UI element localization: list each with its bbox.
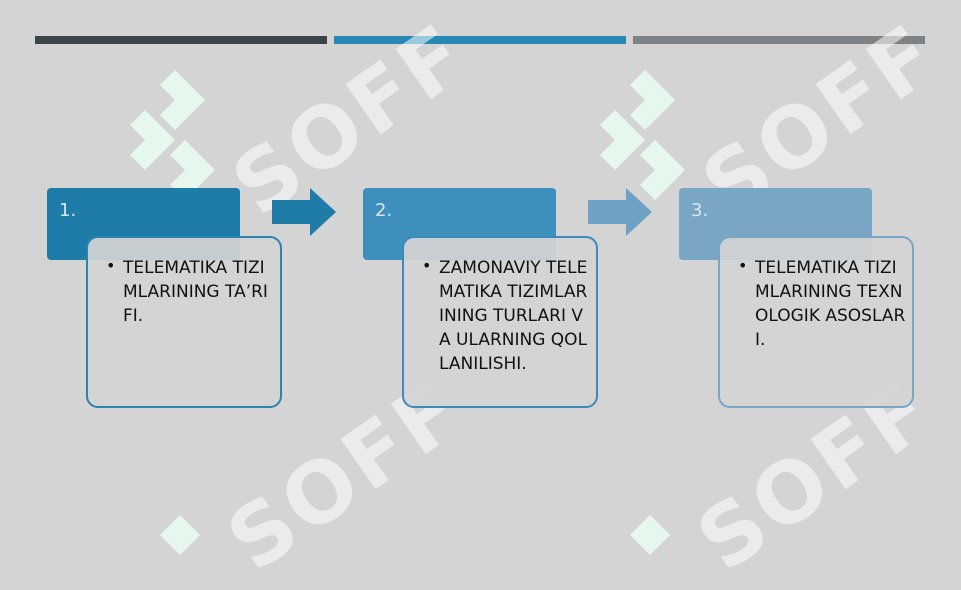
- step-1-card: • TELEMATIKA TIZIMLARINING TA’RIFI.: [86, 236, 282, 408]
- step-2-text: ZAMONAVIY TELEMATIKA TIZIMLARINING TURLA…: [439, 258, 588, 374]
- step-2-card: • ZAMONAVIY TELEMATIKA TIZIMLARINING TUR…: [402, 236, 598, 408]
- watermark-logo-icon: [160, 515, 200, 555]
- step-2-list: • ZAMONAVIY TELEMATIKA TIZIMLARINING TUR…: [422, 256, 592, 376]
- step-2-number: 2.: [375, 200, 393, 221]
- step-3-text: TELEMATIKA TIZIMLARINING TEXNOLOGIK ASOS…: [755, 258, 906, 350]
- step-3-list: • TELEMATIKA TIZIMLARINING TEXNOLOGIK AS…: [738, 256, 908, 352]
- arrow-right-icon: [588, 188, 652, 236]
- step-1-text: TELEMATIKA TIZIMLARINING TA’RIFI.: [123, 258, 268, 326]
- step-3-item: • TELEMATIKA TIZIMLARINING TEXNOLOGIK AS…: [738, 256, 908, 352]
- bullet-icon: •: [106, 256, 116, 275]
- step-1-list: • TELEMATIKA TIZIMLARINING TA’RIFI.: [106, 256, 276, 328]
- step-3-number: 3.: [691, 200, 709, 221]
- bullet-icon: •: [422, 256, 432, 275]
- arrow-right-icon: [272, 188, 336, 236]
- top-bar-gray: [633, 36, 925, 44]
- top-bar-dark: [35, 36, 327, 44]
- top-bar-blue: [334, 36, 626, 44]
- watermark-logo-icon: [630, 515, 670, 555]
- bullet-icon: •: [738, 256, 748, 275]
- step-1-number: 1.: [59, 200, 77, 221]
- step-1-item: • TELEMATIKA TIZIMLARINING TA’RIFI.: [106, 256, 276, 328]
- step-3-card: • TELEMATIKA TIZIMLARINING TEXNOLOGIK AS…: [718, 236, 914, 408]
- step-2-item: • ZAMONAVIY TELEMATIKA TIZIMLARINING TUR…: [422, 256, 592, 376]
